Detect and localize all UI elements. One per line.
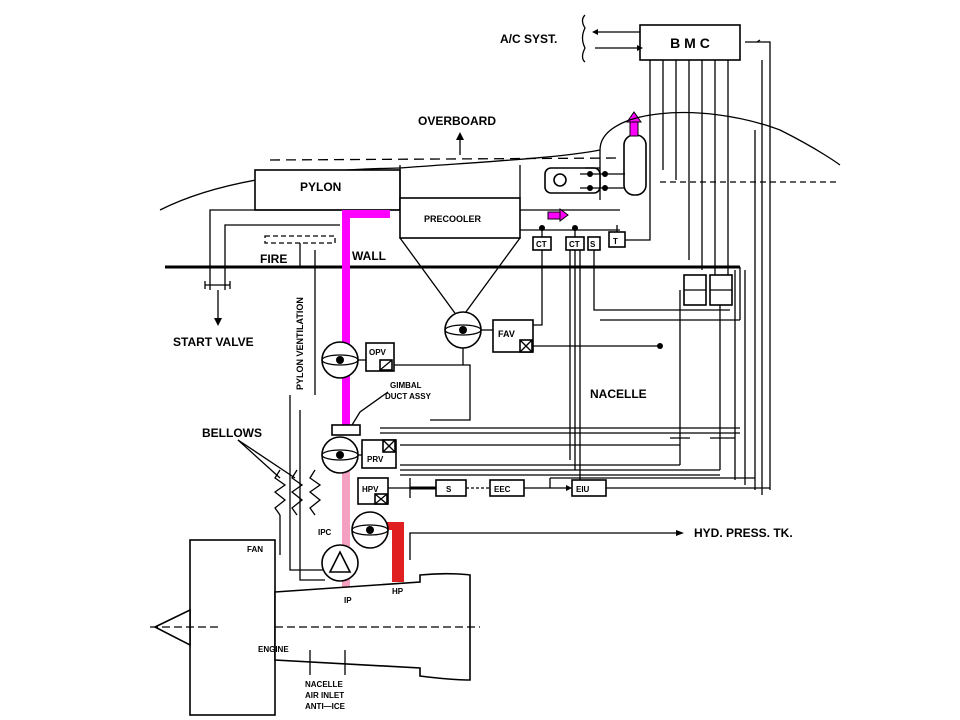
gimbal-label: GIMBAL — [390, 381, 422, 390]
ct-2-label: CT — [569, 240, 580, 249]
nacelle-inlet-label-1: NACELLE — [305, 680, 343, 689]
flow-arrow — [547, 208, 569, 222]
nacelle-inlet-label-3: ANTI—ICE — [305, 702, 346, 711]
duct-assy-label: DUCT ASSY — [385, 392, 432, 401]
t-label: T — [613, 237, 618, 246]
nacelle-inlet-label-2: AIR INLET — [305, 691, 344, 700]
gimbal-duct-assy: GIMBAL DUCT ASSY — [331, 381, 432, 436]
hp-bleed-duct — [342, 210, 404, 590]
bellows-label: BELLOWS — [202, 426, 262, 440]
sensor-s: S — [587, 236, 730, 311]
engine-label: ENGINE — [258, 645, 289, 654]
start-valve-label: START VALVE — [173, 335, 254, 349]
bleed-duct-vertical — [342, 210, 350, 430]
ac-syst-link: A/C SYST. — [500, 14, 643, 63]
fan-air-valve: FAV — [444, 311, 663, 365]
overboard-outlet: OVERBOARD — [418, 111, 647, 196]
ip-label: IP — [344, 596, 352, 605]
nacelle-label: NACELLE — [590, 387, 647, 401]
ac-syst-label: A/C SYST. — [500, 32, 557, 46]
s-label: S — [590, 240, 596, 249]
pylon-label: PYLON — [300, 180, 341, 194]
start-valve: START VALVE — [173, 281, 254, 349]
control-chain: S EEC EIU — [410, 477, 770, 497]
opv-label: OPV — [369, 348, 387, 357]
wall-label: WALL — [352, 249, 386, 263]
bmc-unit: B M C — [639, 24, 771, 490]
high-pressure-valve: HPV — [351, 477, 411, 549]
overpressure-valve: OPV — [321, 341, 471, 421]
prv-label: PRV — [367, 455, 384, 464]
pressure-regulating-valve: PRV — [321, 436, 397, 474]
bellows: BELLOWS — [202, 395, 325, 581]
hp-duct — [392, 522, 404, 582]
hyd-press-tk-label: HYD. PRESS. TK. — [694, 526, 793, 540]
fire-wall: FIRE WALL — [165, 235, 740, 269]
ct-1-label: CT — [536, 240, 547, 249]
engine: FAN ENGINE IPC IP HP NACELLE AIR INLET A… — [150, 528, 480, 716]
s-solenoid-label: S — [446, 485, 452, 494]
eec-label: EEC — [494, 485, 511, 494]
fan-label: FAN — [247, 545, 263, 554]
eiu-label: EIU — [576, 485, 590, 494]
nacelle-signal-lines — [380, 60, 763, 495]
ip-duct — [342, 460, 350, 590]
precooler-label: PRECOOLER — [424, 214, 482, 224]
pylon-structure: PYLON PRECOOLER — [159, 111, 841, 322]
bmc-label: B M C — [670, 35, 710, 51]
bleed-duct-top — [342, 210, 390, 218]
sensor-ct-2: CT — [565, 225, 585, 480]
pylon-ventilation-label: PYLON VENTILATION — [295, 297, 305, 390]
ipc-label: IPC — [318, 528, 332, 537]
overboard-label: OVERBOARD — [418, 114, 496, 128]
hyd-press-tk-link: HYD. PRESS. TK. — [409, 526, 793, 560]
sensor-ct-1: CT — [525, 225, 552, 326]
fire-label: FIRE — [260, 252, 287, 266]
hp-label: HP — [392, 587, 404, 596]
hpv-label: HPV — [362, 485, 379, 494]
fav-label: FAV — [498, 329, 515, 339]
sensor-t: T — [608, 160, 651, 248]
